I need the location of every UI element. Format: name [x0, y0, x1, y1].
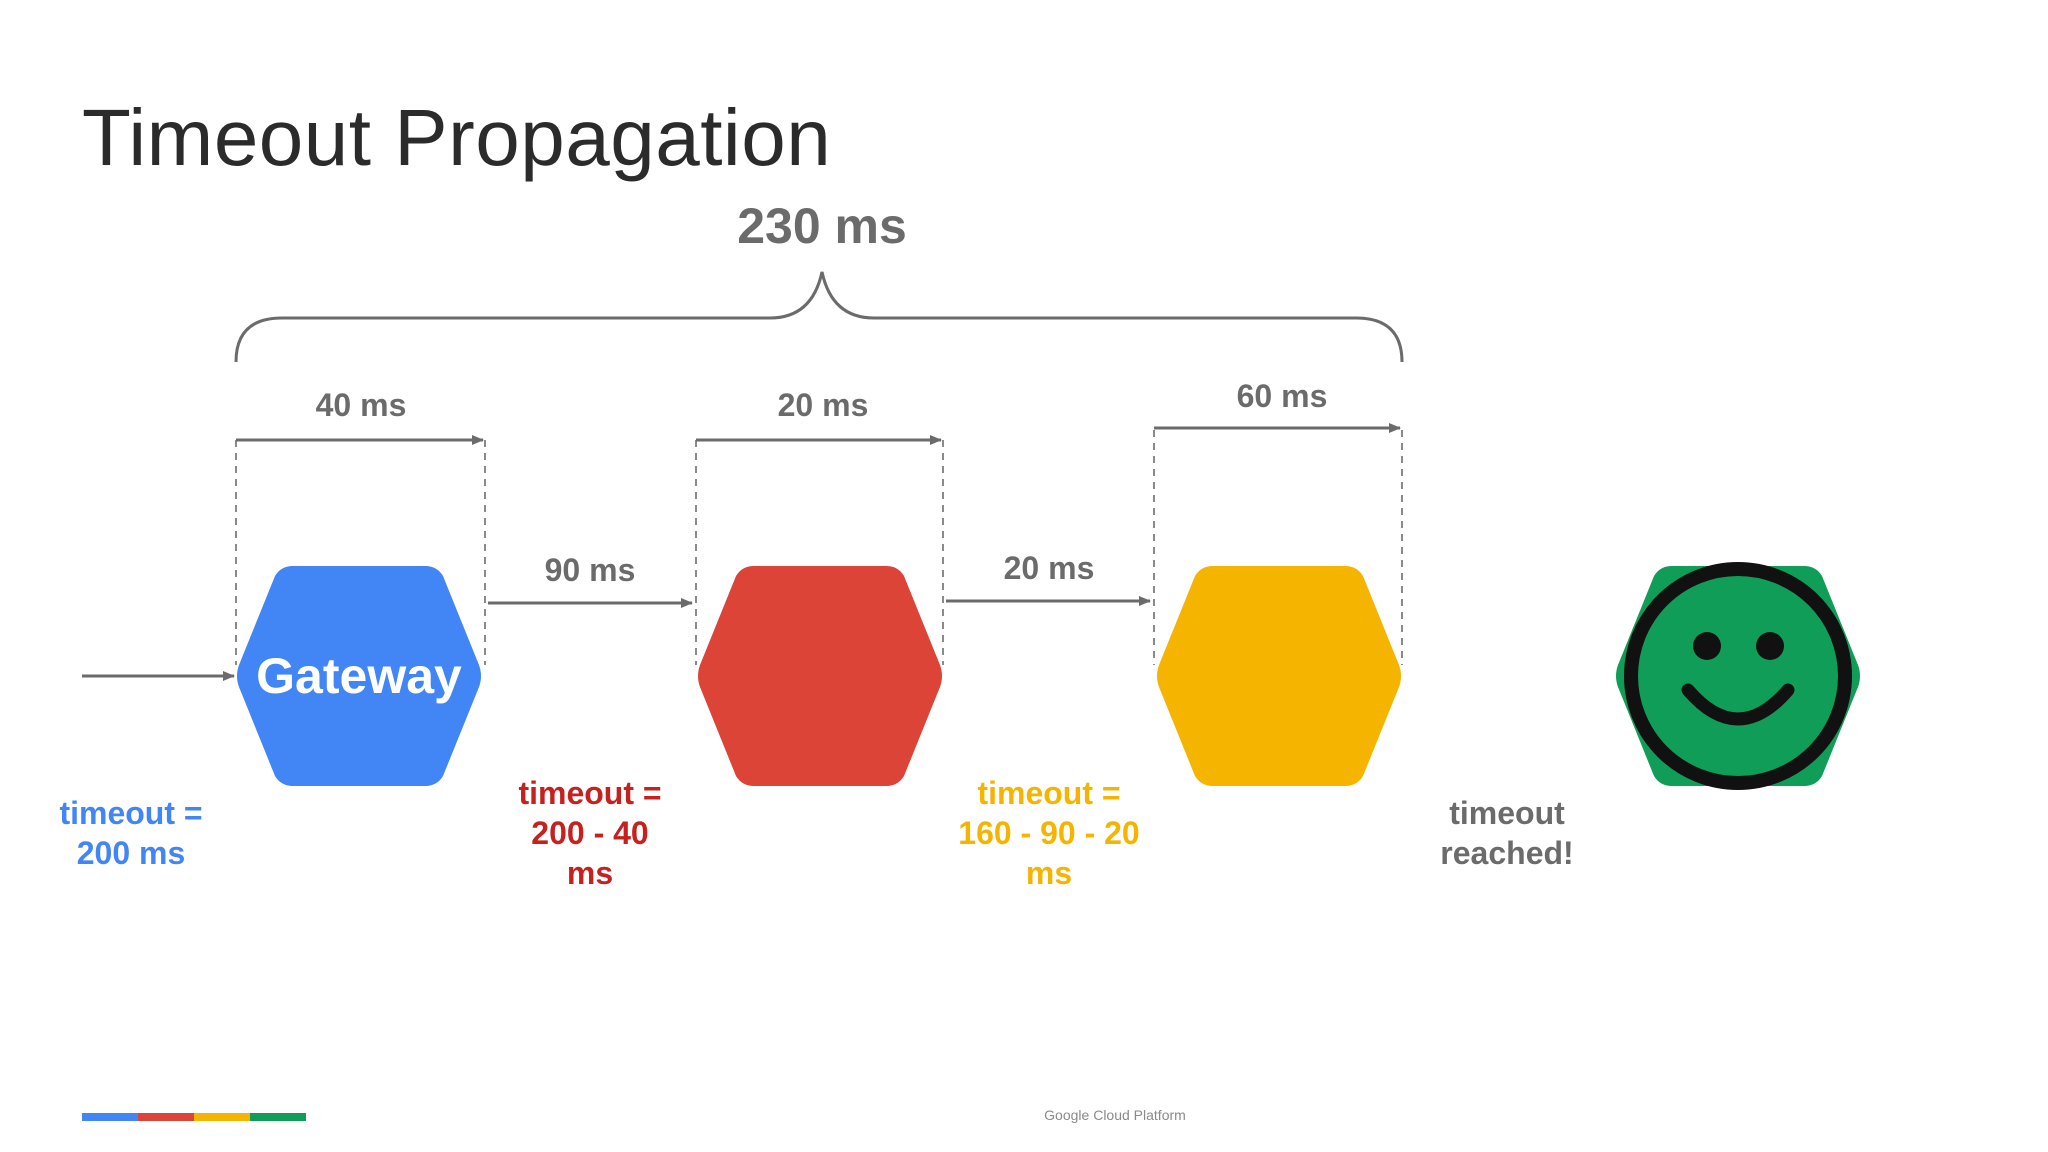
total-duration-label: 230 ms [737, 198, 907, 254]
yellow-processing-label: 60 ms [1237, 378, 1328, 414]
stripe-red [138, 1113, 194, 1121]
gateway-timeout-note: timeout = 200 ms [59, 795, 202, 871]
red-timeout-note: timeout = 200 - 40 ms [518, 775, 661, 891]
yellow-timeout-line-1: timeout = [977, 775, 1120, 811]
green-service-hexagon [1616, 566, 1860, 786]
red-processing-label: 20 ms [778, 387, 869, 423]
timeout-reached-line-2: reached! [1440, 835, 1573, 871]
yellow-timeout-note: timeout = 160 - 90 - 20 ms [958, 775, 1139, 891]
smiley-face-icon [1624, 562, 1852, 790]
timeout-reached-note: timeout reached! [1440, 795, 1573, 871]
stripe-blue [82, 1113, 138, 1121]
brand-color-stripe [82, 1113, 306, 1121]
red-service-hexagon [698, 566, 942, 786]
gateway-node: Gateway [237, 566, 481, 786]
dashed-guides [235, 430, 1403, 665]
gateway-to-red-label: 90 ms [545, 552, 636, 588]
stripe-yellow [194, 1113, 250, 1121]
yellow-timeout-line-2: 160 - 90 - 20 [958, 815, 1139, 851]
green-service-node [1616, 562, 1860, 790]
gateway-timeout-line-1: timeout = [59, 795, 202, 831]
yellow-timeout-line-3: ms [1026, 855, 1072, 891]
red-timeout-line-1: timeout = [518, 775, 661, 811]
gateway-hexagon [237, 566, 481, 786]
red-timeout-line-3: ms [567, 855, 613, 891]
yellow-service-hexagon [1157, 566, 1401, 786]
total-brace [234, 271, 1404, 363]
stripe-green [250, 1113, 306, 1121]
gateway-label: Gateway [256, 648, 462, 704]
gateway-processing-label: 40 ms [316, 387, 407, 423]
slide-title: Timeout Propagation [82, 93, 832, 182]
footer-brand: Google Cloud Platform [1044, 1107, 1186, 1123]
gateway-timeout-line-2: 200 ms [77, 835, 186, 871]
red-to-yellow-label: 20 ms [1004, 550, 1095, 586]
timeout-reached-line-1: timeout [1449, 795, 1565, 831]
red-timeout-line-2: 200 - 40 [531, 815, 648, 851]
